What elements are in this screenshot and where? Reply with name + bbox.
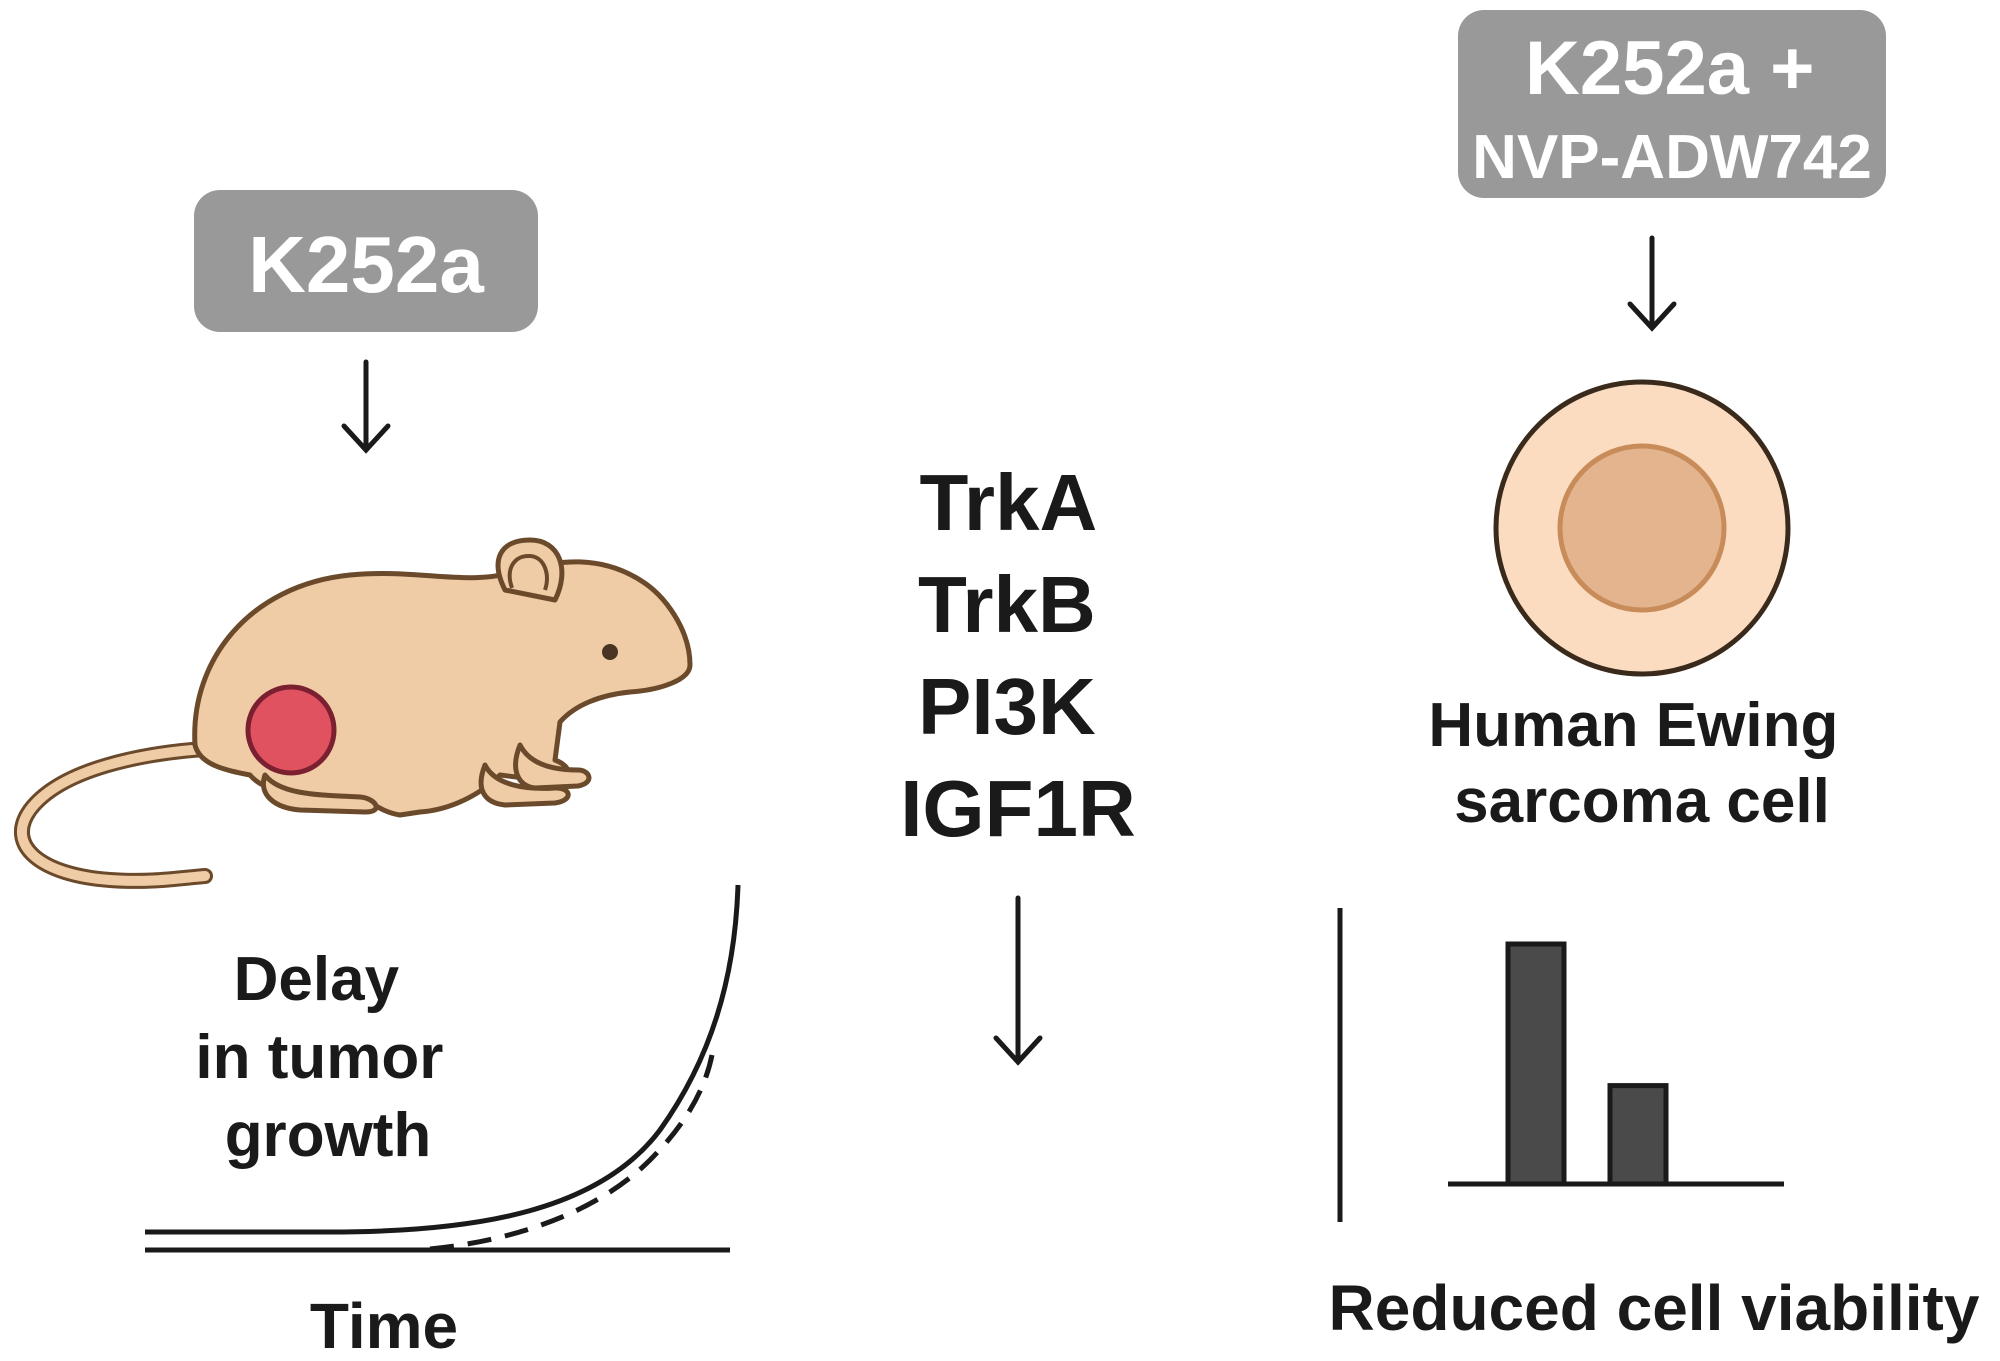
viability-bar-treated	[1607, 1083, 1669, 1187]
viability-chart	[1337, 908, 1784, 1222]
drug-box-combo: K252a + NVP-ADW742	[1458, 10, 1886, 198]
time-axis-label: Time	[310, 1290, 458, 1361]
growth-curve-treated	[429, 1054, 715, 1252]
drug-box-k252a: K252a	[194, 190, 538, 332]
arrow-down-icon	[341, 359, 391, 454]
mouse-with-tumor-icon	[14, 537, 693, 889]
arrow-down-icon	[993, 895, 1043, 1066]
drug-label-combo-line-1: K252a +	[1525, 26, 1814, 111]
cell-icon	[1493, 379, 1791, 677]
growth-curve-control	[145, 884, 741, 1235]
curve-label-line-1: Delay	[234, 945, 400, 1014]
mouse-eye	[602, 644, 618, 660]
target-trkb: TrkB	[918, 560, 1096, 649]
arrow-down-icon	[1627, 235, 1677, 332]
target-igf1r: IGF1R	[900, 764, 1136, 853]
drug-label-k252a: K252a	[248, 220, 484, 309]
mouse-front-foot-2	[513, 742, 592, 791]
cell-nucleus	[1557, 443, 1727, 613]
right-panel: K252a + NVP-ADW742 Human Ewing sarcoma c…	[1329, 10, 1980, 1344]
target-trka: TrkA	[919, 458, 1095, 547]
target-pi3k: PI3K	[918, 662, 1096, 751]
cell-label: Human Ewing sarcoma cell	[1428, 691, 1855, 836]
viability-label: Reduced cell viability	[1329, 1272, 1980, 1344]
left-panel: K252a	[14, 190, 741, 1361]
drug-box-combo-bg	[1458, 10, 1886, 198]
cell-label-line-1: Human Ewing	[1428, 691, 1838, 760]
cell-label-line-2: sarcoma cell	[1454, 767, 1830, 836]
viability-bar-control	[1505, 941, 1567, 1187]
drug-label-combo: K252a + NVP-ADW742	[1472, 26, 1872, 192]
target-list: TrkA TrkB PI3K IGF1R	[900, 458, 1136, 853]
drug-box-k252a-bg	[194, 190, 538, 332]
mouse-ear	[495, 537, 565, 603]
mouse-tail	[14, 740, 228, 889]
center-panel: TrkA TrkB PI3K IGF1R	[900, 458, 1136, 1066]
curve-label-line-3: growth	[225, 1101, 432, 1170]
mouse-front-foot-1	[478, 762, 571, 808]
curve-label-line-2: in tumor	[195, 1023, 443, 1092]
drug-label-combo-line-2: NVP-ADW742	[1472, 123, 1872, 192]
mouse-hind-foot	[261, 772, 379, 815]
curve-label: Delay in tumor growth	[195, 945, 460, 1170]
tumor-icon	[245, 684, 337, 776]
tumor-growth-chart: Delay in tumor growth Time	[145, 884, 741, 1361]
